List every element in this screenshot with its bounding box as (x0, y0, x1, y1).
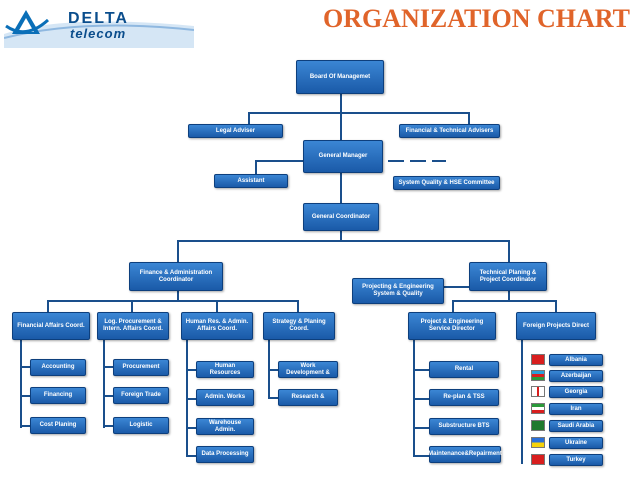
connector (413, 369, 429, 371)
strategy-coord-box: Strategy & Planing Coord. (263, 312, 335, 340)
finance-coordinator-box: Finance & Administration Coordinator (129, 262, 223, 291)
technical-coordinator-box: Technical Planing & Project Coordinator (469, 262, 547, 291)
connector (468, 112, 470, 124)
legal-adviser-box: Legal Adviser (188, 124, 283, 138)
country-iran-box: Iran (549, 403, 603, 415)
connector (268, 369, 278, 371)
connector (413, 398, 429, 400)
assistant-box: Assistant (214, 174, 288, 188)
turkey-flag-icon (531, 454, 545, 465)
connector (413, 455, 429, 457)
connector (388, 160, 404, 162)
connector (103, 395, 113, 397)
country-albania-box: Albania (549, 354, 603, 366)
saudi-arabia-flag-icon (531, 420, 545, 431)
georgia-flag-icon (531, 386, 545, 397)
maintenance-box: Maintenance&Repairment (428, 446, 502, 463)
connector (177, 290, 179, 300)
connector (20, 366, 30, 368)
connector (20, 395, 30, 397)
substructure-bts-box: Substructure BTS (429, 418, 499, 435)
logo-swoosh-icon (4, 10, 194, 48)
connector (103, 425, 113, 427)
quality-committee-box: System Quality & HSE Committee (393, 176, 500, 190)
general-coordinator-box: General Coordinator (303, 203, 379, 231)
iran-flag-icon (531, 403, 545, 414)
connector (248, 112, 250, 124)
albania-flag-icon (531, 354, 545, 365)
admin-works-box: Admin. Works (196, 389, 254, 406)
connector (297, 300, 299, 312)
procurement-box: Procurement (113, 359, 169, 376)
connector (340, 230, 342, 240)
foreign-projects-box: Foreign Projects Direct (516, 312, 596, 340)
connector (177, 240, 509, 242)
connector (255, 160, 303, 162)
human-res-coord-box: Human Res. & Admin. Affairs Coord. (181, 312, 253, 340)
connector (508, 290, 510, 300)
connector (555, 300, 557, 312)
financial-affairs-box: Financial Affairs Coord. (12, 312, 90, 340)
project-engineering-box: Project & Engineering Service Director (408, 312, 496, 340)
warehouse-admin-box: Warehouse Admin. (196, 418, 254, 435)
azerbaijan-flag-icon (531, 370, 545, 381)
connector (131, 300, 133, 312)
connector (186, 455, 196, 457)
page-title: ORGANIZATION CHART (322, 4, 630, 33)
connector (508, 240, 510, 262)
connector (186, 369, 196, 371)
accounting-box: Accounting (30, 359, 86, 376)
country-azerbaijan-box: Azerbaijan (549, 370, 603, 382)
country-saudi-arabia-box: Saudi Arabia (549, 420, 603, 432)
ukraine-flag-icon (531, 437, 545, 448)
connector (268, 397, 278, 399)
logo-line1: DELTA (68, 10, 129, 27)
connector (103, 340, 105, 428)
procurement-coord-box: Log. Procurement & Intern. Affairs Coord… (97, 312, 169, 340)
connector (432, 160, 446, 162)
research-box: Research & (278, 389, 338, 406)
data-processing-box: Data Processing (196, 446, 254, 463)
delta-telecom-logo: DELTA telecom (4, 4, 194, 48)
general-manager-box: General Manager (303, 140, 383, 173)
replan-tss-box: Re-plan & TSS (429, 389, 499, 406)
logo-line2: telecom (70, 26, 127, 41)
board-of-management-box: Board Of Managemet (296, 60, 384, 94)
country-georgia-box: Georgia (549, 386, 603, 398)
connector (248, 112, 468, 114)
work-development-box: Work Development & (278, 361, 338, 378)
connector (452, 300, 454, 312)
financing-box: Financing (30, 387, 86, 404)
country-turkey-box: Turkey (549, 454, 603, 466)
connector (47, 300, 49, 312)
connector (444, 286, 470, 288)
connector (103, 366, 113, 368)
connector (521, 340, 523, 464)
connector (216, 300, 218, 312)
cost-planing-box: Cost Planing (30, 417, 86, 434)
foreign-trade-box: Foreign Trade (113, 387, 169, 404)
connector (186, 427, 196, 429)
connector (413, 427, 429, 429)
fin-tech-advisers-box: Financial & Technical Advisers (399, 124, 500, 138)
connector (410, 160, 426, 162)
human-resources-box: Human Resources (196, 361, 254, 378)
connector (255, 160, 257, 174)
rental-box: Rental (429, 361, 499, 378)
connector (20, 425, 30, 427)
country-ukraine-box: Ukraine (549, 437, 603, 449)
connector (20, 340, 22, 428)
connector (177, 240, 179, 262)
connector (47, 300, 298, 302)
logistic-box: Logistic (113, 417, 169, 434)
connector (186, 398, 196, 400)
projecting-engineering-box: Projecting & Engineering System & Qualit… (352, 278, 444, 304)
connector (452, 300, 556, 302)
